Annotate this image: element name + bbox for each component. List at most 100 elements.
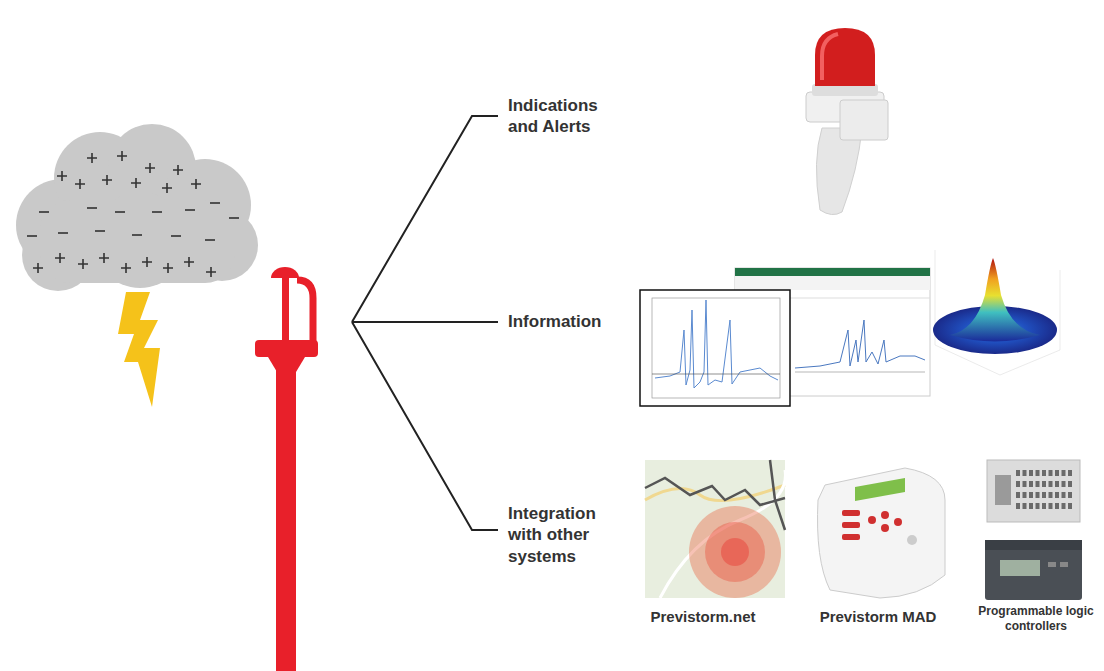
alarm-beacon bbox=[806, 28, 888, 215]
plc-units bbox=[1068, 481, 1072, 487]
plc-units bbox=[1055, 503, 1059, 509]
plc-units bbox=[1049, 492, 1053, 498]
plc-units bbox=[1062, 492, 1066, 498]
plc-units bbox=[1016, 470, 1072, 509]
plc-units bbox=[985, 540, 1082, 600]
data-charts bbox=[735, 276, 930, 290]
plc-units bbox=[1036, 492, 1040, 498]
plc-units bbox=[987, 460, 1080, 522]
plc-units bbox=[1023, 492, 1027, 498]
plc-units bbox=[1042, 503, 1046, 509]
charge-signs bbox=[55, 253, 65, 263]
charge-signs bbox=[121, 263, 131, 273]
previstorm-map bbox=[645, 460, 785, 598]
alarm-beacon bbox=[816, 128, 862, 215]
data-charts bbox=[655, 300, 778, 388]
plc-units bbox=[1049, 503, 1053, 509]
branch-label: Indications and Alerts bbox=[508, 95, 620, 138]
previstorm-mad-device bbox=[894, 518, 902, 526]
branch-lines bbox=[352, 321, 498, 323]
plc-units bbox=[1016, 492, 1020, 498]
charge-signs bbox=[131, 178, 141, 188]
charge-signs bbox=[75, 179, 85, 189]
plc-units bbox=[1016, 470, 1020, 476]
plc-units bbox=[1000, 560, 1040, 576]
charge-signs bbox=[173, 165, 183, 175]
previstorm-map bbox=[645, 478, 785, 505]
charge-signs bbox=[184, 257, 194, 267]
plc-units bbox=[985, 460, 1082, 600]
branch-lines bbox=[352, 322, 498, 530]
previstorm-mad-device bbox=[881, 524, 889, 532]
charge-signs bbox=[171, 235, 181, 237]
previstorm-map bbox=[645, 460, 785, 598]
plc-units bbox=[1023, 470, 1027, 476]
plc-units bbox=[1068, 492, 1072, 498]
alarm-beacon bbox=[840, 100, 888, 140]
charge-signs bbox=[117, 151, 127, 161]
data-charts bbox=[735, 268, 930, 276]
charge-signs bbox=[33, 263, 43, 273]
plc-units bbox=[1055, 470, 1059, 476]
charge-signs bbox=[152, 211, 162, 213]
previstorm-mad-device bbox=[818, 468, 946, 598]
charge-signs bbox=[78, 259, 88, 269]
charge-signs bbox=[39, 211, 49, 213]
plc-units bbox=[1042, 470, 1046, 476]
plc-units bbox=[985, 540, 1082, 550]
plc-units bbox=[1023, 503, 1027, 509]
branch-label: Integration with other systems bbox=[508, 503, 610, 567]
charge-signs bbox=[87, 153, 97, 163]
previstorm-map bbox=[645, 485, 785, 501]
plc-units bbox=[1029, 470, 1033, 476]
sensor-mast bbox=[271, 267, 299, 278]
plc-units bbox=[1036, 470, 1040, 476]
charge-signs bbox=[87, 207, 97, 209]
plc-units bbox=[1023, 481, 1027, 487]
sensor-mast bbox=[255, 340, 318, 357]
previstorm-map bbox=[721, 538, 749, 566]
charge-signs bbox=[185, 209, 195, 211]
plc-units bbox=[1062, 503, 1066, 509]
sensor-mast bbox=[255, 267, 318, 671]
data-charts bbox=[950, 258, 1040, 342]
data-charts bbox=[1000, 350, 1060, 375]
storm-cloud bbox=[16, 124, 258, 291]
data-charts bbox=[640, 290, 790, 406]
device-caption: Previstorm.net bbox=[623, 608, 783, 627]
charge-signs bbox=[95, 230, 105, 232]
plc-units bbox=[1042, 492, 1046, 498]
data-charts bbox=[652, 298, 780, 398]
lightning-bolt bbox=[118, 292, 160, 407]
previstorm-map bbox=[660, 470, 785, 598]
charge-signs bbox=[27, 235, 37, 237]
previstorm-map bbox=[770, 460, 785, 530]
charge-signs bbox=[58, 232, 68, 234]
plc-units bbox=[1029, 492, 1033, 498]
plc-units bbox=[1042, 481, 1046, 487]
charge-signs bbox=[99, 253, 109, 263]
alarm-beacon bbox=[815, 28, 875, 86]
plc-units bbox=[1029, 481, 1033, 487]
plc-units bbox=[1036, 503, 1040, 509]
charge-signs bbox=[145, 163, 155, 173]
previstorm-mad-device bbox=[842, 522, 860, 528]
plc-units bbox=[1068, 503, 1072, 509]
plc-units bbox=[1016, 481, 1020, 487]
charge-signs bbox=[142, 257, 152, 267]
branch-lines bbox=[352, 116, 498, 322]
plc-units bbox=[1049, 470, 1053, 476]
branch-lines bbox=[352, 116, 498, 530]
data-charts bbox=[652, 374, 780, 375]
device-caption: Previstorm MAD bbox=[798, 608, 958, 627]
plc-units bbox=[1055, 481, 1059, 487]
previstorm-mad-device bbox=[818, 468, 946, 598]
plc-units bbox=[1068, 470, 1072, 476]
plc-units bbox=[1016, 503, 1020, 509]
plc-units bbox=[1029, 503, 1033, 509]
alarm-beacon bbox=[822, 34, 838, 80]
charge-signs bbox=[210, 202, 220, 204]
device-caption: Programmable logic controllers bbox=[973, 604, 1099, 634]
data-charts bbox=[640, 250, 1060, 406]
plc-units bbox=[1062, 481, 1066, 487]
